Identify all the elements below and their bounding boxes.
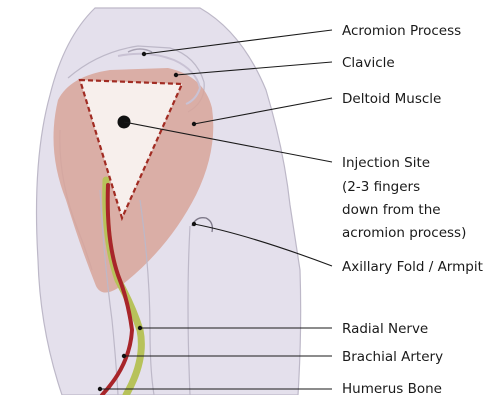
- label-humerus-bone: Humerus Bone: [342, 381, 442, 395]
- deltoid-leader-dot: [192, 122, 196, 126]
- brachial-leader-dot: [122, 354, 126, 358]
- label-deltoid-muscle: Deltoid Muscle: [342, 91, 441, 107]
- axillary-leader-dot: [192, 222, 196, 226]
- label-clavicle: Clavicle: [342, 55, 395, 71]
- clavicle-leader-dot: [174, 73, 178, 77]
- label-acromion-process: Acromion Process: [342, 23, 461, 39]
- label-injection-line3: acromion process): [342, 225, 466, 241]
- humerus-leader-dot: [98, 387, 102, 391]
- label-injection-line2: down from the: [342, 202, 441, 218]
- label-injection-site: Injection Site: [342, 155, 430, 171]
- label-injection-line1: (2-3 fingers: [342, 179, 420, 195]
- label-axillary-fold: Axillary Fold / Armpit: [342, 259, 483, 275]
- radial-leader-dot: [138, 326, 142, 330]
- label-radial-nerve: Radial Nerve: [342, 321, 428, 337]
- label-brachial-artery: Brachial Artery: [342, 349, 443, 365]
- acromion-leader-dot: [142, 52, 146, 56]
